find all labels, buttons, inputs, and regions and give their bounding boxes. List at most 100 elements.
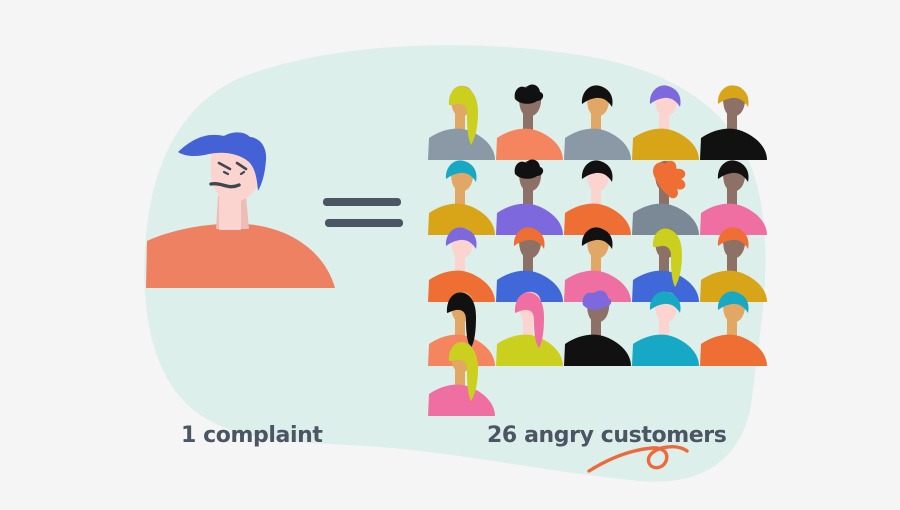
figure-body [564,128,631,160]
customer-figure [564,85,631,160]
figure-hair-swoop [581,227,613,249]
figure-body [632,334,699,366]
customer-figure [632,291,699,366]
hero-body [146,223,335,288]
figure-neck [523,243,533,275]
figure-neck [659,176,669,208]
customer-figure [564,160,631,235]
hero-eye-right [239,170,246,176]
figure-neck [455,176,465,208]
figure-hair-swoop [717,85,749,107]
figure-hair-ponytail [448,86,478,145]
figure-hair-swoop [649,291,681,313]
figure-hair-ponytail [652,228,682,287]
figure-hair-bun [514,84,544,104]
figure-neck [727,307,737,339]
figure-neck [591,101,601,133]
customer-figure [632,160,699,235]
customer-crowd [428,84,767,416]
figure-neck [455,243,465,275]
figure-body [632,270,699,302]
figure-neck [591,176,601,208]
customer-figure [428,160,495,235]
customer-figure [700,291,767,366]
figure-hair-swoop [717,291,749,313]
figure-body [496,270,563,302]
figure-hair-swoop [445,227,477,249]
figure-hair-swoop [717,160,749,182]
customer-figure [428,291,495,366]
figure-neck [523,176,533,208]
figure-hair-ponytail [448,342,478,401]
figure-body [700,334,767,366]
customer-figure [564,227,631,302]
figure-neck [659,243,669,275]
figure-hair-swoop [717,227,749,249]
figure-hair-swoop [649,85,681,107]
figure-body [632,203,699,235]
figure-body [564,270,631,302]
figure-hair-bun [514,159,544,179]
figure-body [496,128,563,160]
customer-figure [632,85,699,160]
figure-neck [591,307,601,339]
label-angry-customers: 26 angry customers [487,423,727,448]
customer-figure [700,227,767,302]
figure-hair-curly [653,160,686,199]
hero-eyebrow-right [235,161,248,171]
figure-body [564,334,631,366]
figure-hair-bun [582,290,612,310]
figure-neck [591,243,601,275]
underline-swoosh [587,445,689,473]
figure-neck [455,307,465,339]
customer-figure [496,291,563,366]
hero-mouth [209,181,241,189]
figure-hair-long [514,292,544,348]
figure-hair-swoop [581,85,613,107]
figure-hair-swoop [581,160,613,182]
figure-neck [727,101,737,133]
figure-neck [727,243,737,275]
hero-eyebrow-left [217,161,232,171]
figure-neck [455,101,465,133]
figure-body [428,128,495,160]
customer-figure [428,227,495,302]
equals-bar-bottom [325,219,403,227]
figure-body [700,203,767,235]
figure-body [428,270,495,302]
figure-body [428,384,495,416]
figure-neck [455,357,465,389]
label-one-complaint: 1 complaint [181,423,323,448]
figure-neck [523,101,533,133]
figure-body [632,128,699,160]
figure-body [428,203,495,235]
figure-hair-swoop [513,227,545,249]
customer-figure [428,85,495,160]
figure-hair-long [446,292,476,348]
customer-figure [496,227,563,302]
customer-figure [428,341,495,416]
customer-figure [496,159,563,235]
customer-figure [564,290,631,366]
figure-body [496,334,563,366]
hero-eye-left [222,170,230,176]
figure-neck [727,176,737,208]
equals-bar-top [323,198,401,206]
figure-neck [659,101,669,133]
hero-hair [178,132,267,191]
figure-neck [523,307,533,339]
swoosh-stroke [587,445,689,473]
figure-hair-swoop [445,160,477,182]
figure-body [496,203,563,235]
customer-figure [700,85,767,160]
equals-sign [323,198,403,227]
figure-neck [659,307,669,339]
figure-body [700,270,767,302]
hero-figure [146,132,335,288]
customer-figure [496,84,563,160]
customer-figure [632,227,699,302]
customer-figure [700,160,767,235]
figure-body [564,203,631,235]
